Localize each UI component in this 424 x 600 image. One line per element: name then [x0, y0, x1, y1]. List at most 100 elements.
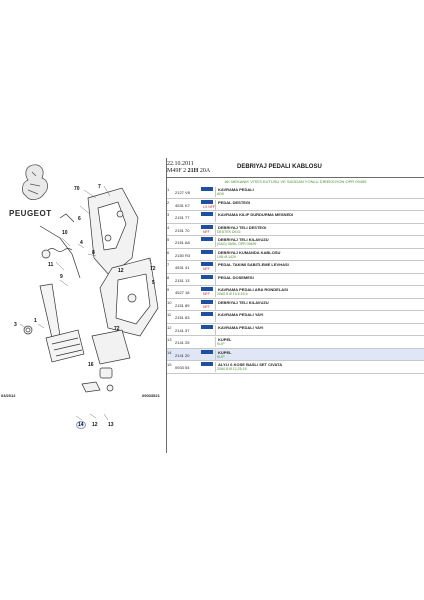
row-index: 14	[167, 349, 172, 355]
model-bold: 21H	[187, 168, 199, 174]
part-detail: KLIP	[217, 354, 225, 359]
callout-8[interactable]: 8	[92, 250, 95, 256]
part-status-note: NFF	[203, 229, 210, 234]
row-index: 4	[167, 224, 170, 230]
diagram-ref-code: 09033521	[142, 393, 160, 398]
part-status-badge	[201, 287, 213, 291]
row-index: 13	[167, 337, 172, 342]
model-suffix: 20A	[199, 168, 211, 174]
row-index: 7	[167, 262, 170, 267]
part-reference: 2151 A8	[175, 240, 190, 245]
part-description: ALYLI 6 KOSE BASLI SET CIVATA	[215, 362, 418, 372]
part-description: DEBRIYAJ KUMANDA KABLOSU	[215, 249, 418, 260]
part-reference: 4527 18	[175, 290, 190, 295]
callout-70[interactable]: 70	[74, 186, 80, 192]
callout-6[interactable]: 6	[78, 216, 81, 222]
callout-11[interactable]: 11	[48, 262, 54, 268]
part-reference: 2141 25	[175, 340, 190, 345]
part-status-badge	[201, 249, 213, 254]
sheet-header: 22.10.2011 M49F 2 21H 20A DEBRIYAJ PEDAL…	[167, 161, 424, 178]
callout-10[interactable]: 10	[62, 230, 68, 236]
callout-72-bottom[interactable]: 72	[114, 326, 120, 332]
part-reference: 2141 37	[175, 327, 190, 333]
part-status-note: NFF	[203, 267, 210, 271]
callout-12-top[interactable]: 12	[118, 268, 124, 274]
part-status-badge	[201, 362, 213, 366]
part-description: PEDAL DOSEMESI	[215, 274, 418, 285]
callout-16[interactable]: 16	[88, 362, 94, 368]
callout-72-top[interactable]: 72	[150, 266, 156, 272]
part-description: KAVRAMA PEDALI	[215, 187, 418, 197]
row-index: 8	[167, 274, 170, 280]
part-description: KUPEL	[215, 349, 418, 360]
callout-13[interactable]: 13	[108, 422, 114, 428]
callout-1[interactable]: 1	[34, 318, 37, 324]
part-detail: DESTEK DEGI	[217, 229, 241, 234]
part-status-badge	[201, 212, 213, 216]
part-status-badge	[201, 312, 213, 316]
part-detail: 20A0 8 Ø 10.5-16,6	[217, 292, 248, 296]
part-status-note: NFF	[203, 292, 210, 296]
part-description: KUPEL	[215, 337, 418, 347]
row-index: 1	[167, 187, 170, 192]
row-index: 15	[167, 362, 172, 367]
model-code: M49F 2 21H 20A	[167, 168, 210, 174]
callout-4[interactable]: 4	[80, 240, 83, 246]
row-index: 5	[167, 237, 170, 242]
part-reference: 0933 54	[175, 365, 190, 370]
part-status-badge	[201, 324, 213, 329]
part-detail: (SAG) 0ASIL OPR 09459	[217, 242, 257, 246]
table-row[interactable]: 7 4531 41 NFF PEDAL TAKIMI SABITLEME LEVHAS…	[167, 261, 424, 274]
peugeot-lion-logo	[22, 164, 48, 200]
model-prefix: M49F 2	[167, 168, 187, 174]
part-reference: 2151 77	[175, 215, 190, 220]
applicability-note: AK MEKANIK VITES KUTUSU VE SAGDAN YONLU …	[224, 179, 367, 184]
part-status-badge	[201, 237, 213, 241]
table-row[interactable]: 8 2151 13 PEDAL DOSEMESI	[167, 274, 424, 286]
callout-9[interactable]: 9	[60, 274, 63, 280]
part-description: KAVRAMA PEDALI ARA RONDELASI	[215, 287, 418, 297]
part-status-note: LS NFF	[203, 204, 216, 209]
part-reference: 4531 K7	[175, 202, 190, 208]
part-reference: 2127 V8	[175, 190, 190, 195]
part-description: PEDAL TAKIMI SABITLEME LEVHASI	[215, 262, 418, 272]
part-description: KAVRAMA KILIP DURDURMA MESNEDI	[215, 212, 418, 222]
part-status-badge	[201, 199, 213, 204]
part-reference: 4531 41	[175, 265, 190, 270]
callout-12-bottom[interactable]: 12	[92, 422, 98, 428]
callout-5[interactable]: 5	[152, 280, 155, 286]
table-row[interactable]: 5 2151 A8 DEBRIYAJ TELI KILAVUZU(SAG) 0ASI…	[167, 236, 424, 249]
part-reference: 2151 89	[175, 302, 190, 308]
row-index: 12	[167, 324, 172, 330]
part-description: DEBRIYAJ TELI KILAVUZU	[215, 237, 418, 247]
part-reference: 2151 13	[175, 277, 190, 283]
part-status-badge	[201, 299, 213, 304]
row-index: 2	[167, 199, 170, 205]
part-status-note: NFF	[203, 304, 210, 309]
part-detail: KLIP	[217, 342, 225, 346]
callout-3[interactable]: 3	[14, 322, 17, 328]
part-status-badge	[201, 349, 213, 354]
part-detail: ADK	[217, 192, 225, 196]
row-index: 10	[167, 299, 172, 305]
diagram-date-code: 03/2012	[1, 393, 16, 398]
part-description: KAVRAMA PEDALI YAYI	[215, 312, 418, 322]
callout-14[interactable]: 14	[76, 421, 86, 429]
part-description: PEDAL DESTEGI	[215, 199, 418, 210]
callout-7[interactable]: 7	[98, 184, 101, 190]
part-detail: 20A0 8 Ø 12,25-16	[217, 367, 247, 371]
part-description: KAVRAMA PEDALI YAYI	[215, 324, 418, 335]
